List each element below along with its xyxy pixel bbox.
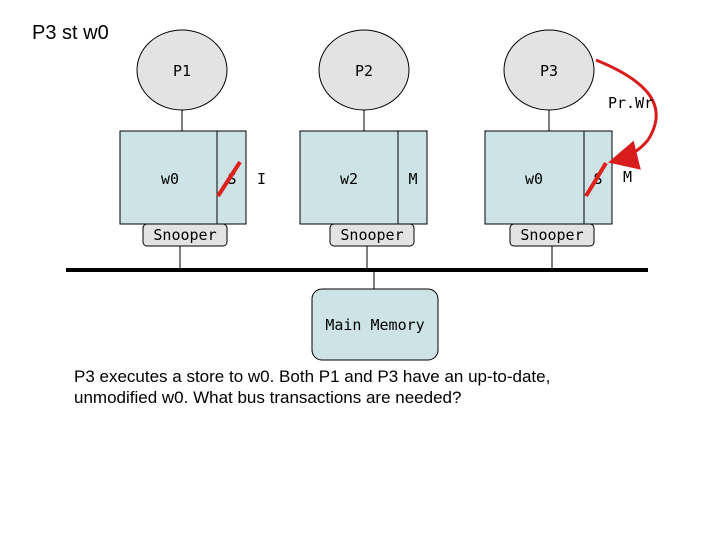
snooper-p3-label: Snooper: [520, 226, 583, 244]
main-memory: Main Memory: [311, 288, 439, 361]
processor-p2: P2: [318, 29, 410, 111]
cache-p2-word: w2: [340, 170, 358, 188]
snooper-p2-box: [329, 223, 415, 247]
snooper-p2-label: Snooper: [340, 226, 403, 244]
processor-p2-label: P2: [355, 62, 373, 80]
snooper-p1-box: [142, 223, 228, 247]
snooper-p1-label: Snooper: [153, 226, 216, 244]
main-memory-label: Main Memory: [325, 316, 424, 334]
cache-p3-box: [484, 130, 613, 225]
main-memory-box: [311, 288, 439, 361]
cache-p1: w0 S: [119, 130, 247, 225]
processor-p1-circle: [136, 29, 228, 111]
processor-p3-label: P3: [540, 62, 558, 80]
cache-p1-box: [119, 130, 247, 225]
cache-p3-word: w0: [525, 170, 543, 188]
question-caption: P3 executes a store to w0. Both P1 and P…: [74, 366, 694, 408]
processor-p1-label: P1: [173, 62, 191, 80]
processor-p2-circle: [318, 29, 410, 111]
snooper-p1: Snooper: [142, 223, 228, 247]
cache-p3-new-state: M: [623, 168, 632, 186]
processor-p3: P3: [503, 29, 595, 111]
snooper-p2: Snooper: [329, 223, 415, 247]
pr-wr-label: Pr.Wr: [608, 94, 653, 112]
caption-line-1: P3 executes a store to w0. Both P1 and P…: [74, 367, 551, 386]
slide-title: P3 st w0: [32, 22, 109, 44]
processor-p3-circle: [503, 29, 595, 111]
snooper-p3: Snooper: [509, 223, 595, 247]
caption-line-2: unmodified w0. What bus transactions are…: [74, 388, 462, 407]
cache-p1-word: w0: [161, 170, 179, 188]
cache-p3: w0 S: [484, 130, 613, 225]
cache-p2: w2 M: [299, 130, 428, 225]
cache-p1-new-state: I: [257, 170, 266, 188]
cache-p2-state: M: [408, 170, 417, 188]
processor-p1: P1: [136, 29, 228, 111]
pr-wr-arrow: [595, 58, 658, 170]
cache-p3-state-strike: [584, 161, 608, 198]
cache-p1-state-strike: [216, 160, 242, 198]
cache-p1-state: S: [227, 170, 236, 188]
